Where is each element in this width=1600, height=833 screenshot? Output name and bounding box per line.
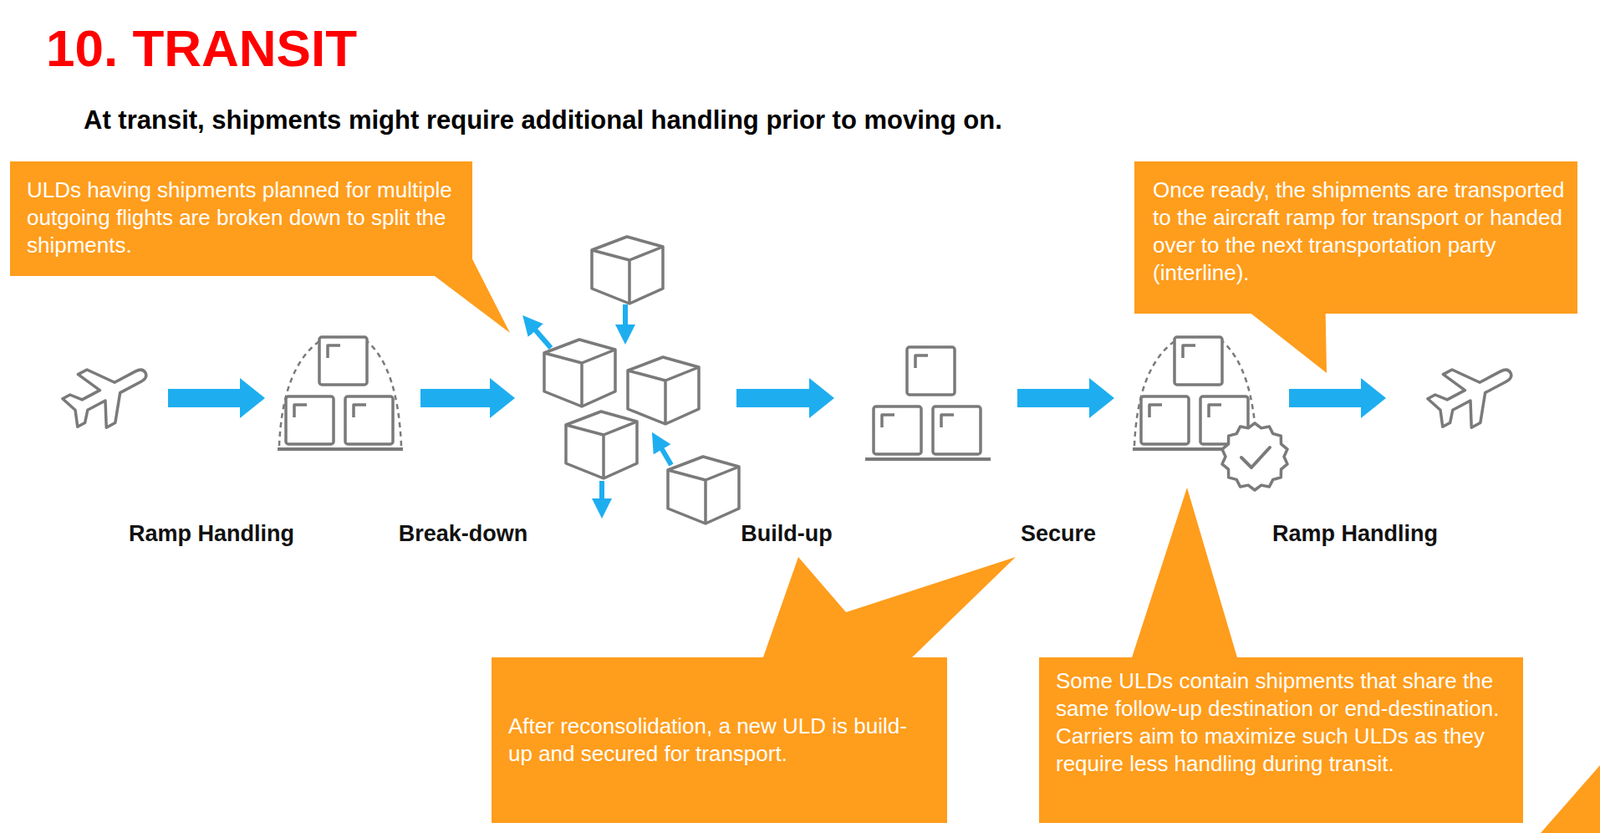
callout-box: Once ready, the shipments are transporte… [1134,161,1578,314]
uld-icon [277,336,403,449]
breakdown-icon [544,236,739,524]
page-title: 10. TRANSIT [45,18,357,78]
breakdown-icon [667,456,739,524]
breakdown-icon [591,236,663,304]
flow-arrow [1289,377,1386,418]
plane-icon [1421,346,1525,439]
split-arrow [529,304,672,509]
breakdown-icon [544,339,616,407]
split-arrow [599,480,605,509]
subtitle: At transit, shipments might require addi… [83,105,1003,136]
corner-triangle [1540,764,1600,833]
plane-icon [1421,346,1525,439]
callout-text: Some ULDs contain shipments that share t… [1055,667,1510,778]
callout-text: ULDs having shipments planned for multip… [26,176,456,260]
callout-pointer [1122,487,1246,686]
split-arrow [657,440,672,465]
step-label: Build-up [740,519,832,547]
step-label: Ramp Handling [1272,519,1438,547]
callout-text: After reconsolidation, a new ULD is buil… [508,712,931,768]
split-arrow [622,304,628,335]
flow-arrow [736,377,835,418]
breakdown-icon [627,356,699,424]
breakdown-icon [565,411,637,479]
callout-box: Some ULDs contain shipments that share t… [1039,657,1524,823]
check-badge [1222,422,1288,490]
step-label: Ramp Handling [128,519,295,547]
callout-box: After reconsolidation, a new ULD is buil… [491,657,948,823]
step-label: Secure [1020,519,1096,547]
plane-icon [56,346,160,439]
callout-pointer [401,250,1327,686]
check-badge [1222,422,1288,490]
plane-icon [56,346,160,439]
callout-box: ULDs having shipments planned for multip… [10,161,473,276]
uld-icon [865,346,991,459]
uld-icon [277,336,403,449]
flow-arrow [420,377,515,418]
flow-arrow [168,377,265,418]
uld-icon [865,346,991,459]
flow-arrow [1017,377,1115,418]
check-badge [1241,447,1270,468]
callout-text: Once ready, the shipments are transporte… [1152,176,1566,287]
split-arrow [529,322,551,348]
step-label: Break-down [398,519,529,547]
